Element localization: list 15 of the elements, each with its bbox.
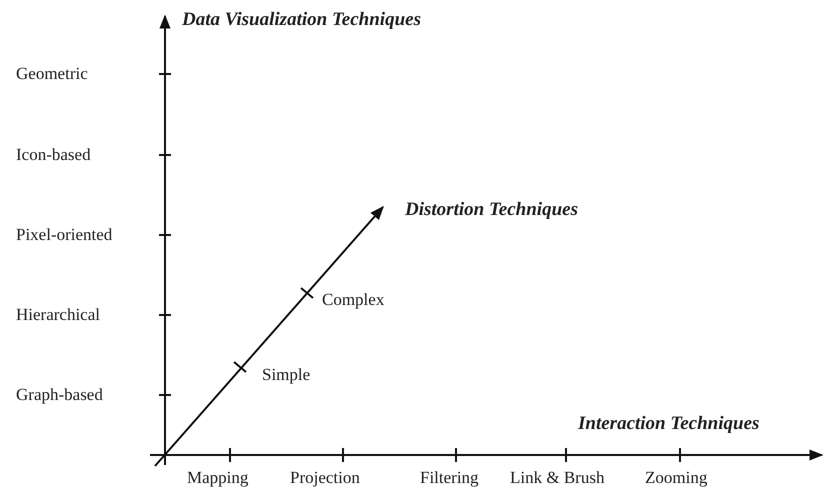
tick-label: Hierarchical (16, 305, 100, 325)
tick-label: Icon-based (16, 145, 91, 165)
tick-label: Link & Brush (510, 468, 604, 488)
tick-label: Filtering (420, 468, 479, 488)
axis-title: Data Visualization Techniques (182, 10, 421, 30)
tick-label: Projection (290, 468, 360, 488)
axis-title: Distortion Techniques (405, 200, 578, 220)
tick-label: Pixel-oriented (16, 225, 112, 245)
tick-label: Mapping (187, 468, 248, 488)
tick-label: Simple (262, 365, 310, 385)
axis-title: Interaction Techniques (578, 414, 760, 434)
tick-label: Complex (322, 290, 384, 310)
tick-label: Geometric (16, 64, 88, 84)
tick-label: Zooming (645, 468, 708, 488)
tick-label: Graph-based (16, 385, 103, 405)
